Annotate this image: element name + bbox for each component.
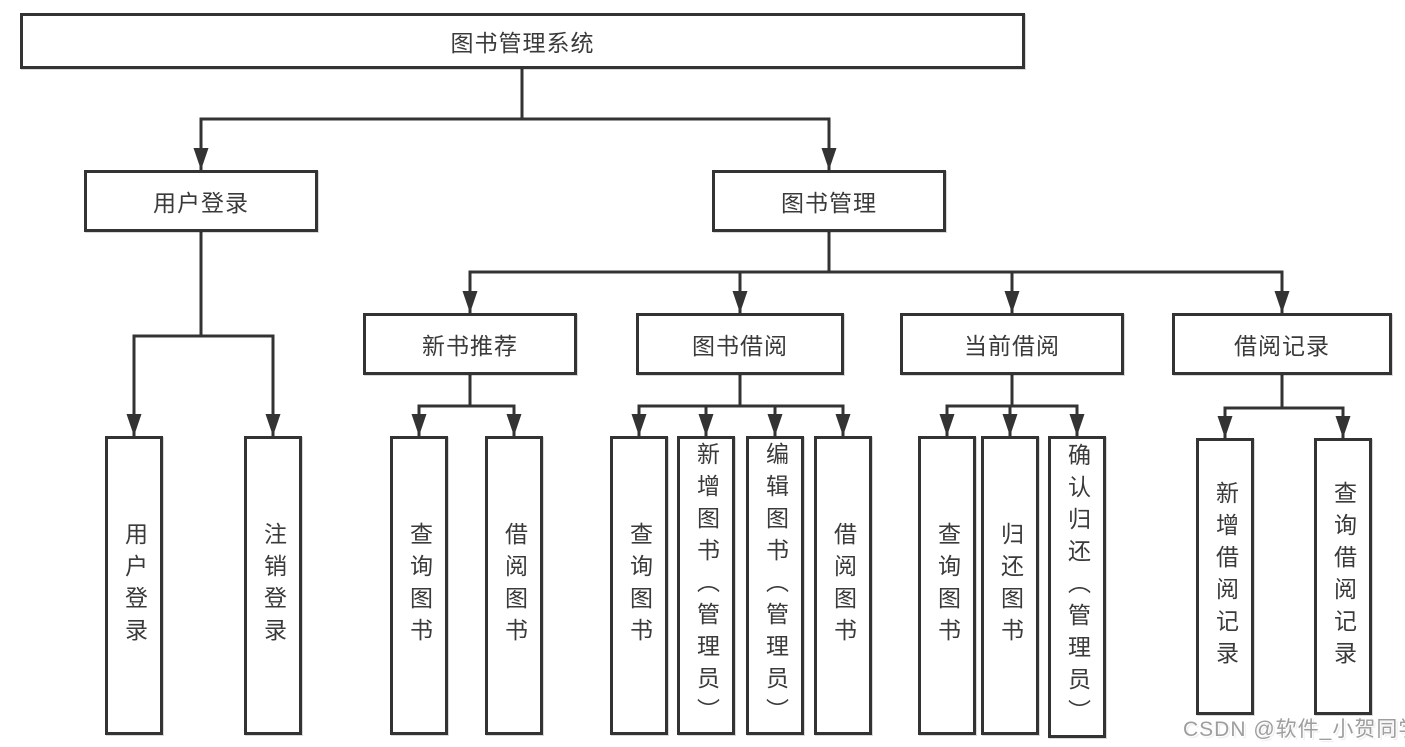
leaf-current-return-books-label: 归还图书: [997, 521, 1024, 650]
node-user-login-label: 用户登录: [153, 190, 249, 216]
node-book-borrow: 图书借阅: [636, 313, 844, 375]
node-current-borrow-label: 当前借阅: [964, 333, 1060, 359]
node-library-system-label: 图书管理系统: [450, 30, 595, 56]
leaf-borrow-edit-books-admin: 编辑图书（管理员）: [746, 436, 804, 735]
leaf-recommend-borrow-books: 借阅图书: [485, 436, 543, 735]
leaf-recommend-borrow-books-label: 借阅图书: [501, 521, 528, 650]
leaf-current-return-books: 归还图书: [981, 436, 1039, 735]
node-borrow-records-label: 借阅记录: [1234, 333, 1330, 359]
leaf-current-confirm-return-admin-label: 确认归还（管理员）: [1064, 443, 1091, 731]
node-borrow-records: 借阅记录: [1172, 313, 1392, 375]
node-book-borrow-label: 图书借阅: [692, 333, 788, 359]
leaf-recommend-query-books-label: 查询图书: [406, 521, 433, 650]
leaf-borrow-query-books: 查询图书: [610, 436, 668, 735]
node-book-management: 图书管理: [712, 170, 946, 232]
leaf-current-confirm-return-admin: 确认归还（管理员）: [1048, 436, 1106, 738]
leaf-logout-label: 注销登录: [260, 521, 287, 650]
leaf-borrow-borrow-books-label: 借阅图书: [830, 521, 857, 650]
watermark: CSDN @软件_小贺同学: [1183, 718, 1405, 741]
leaf-records-add-record: 新增借阅记录: [1196, 438, 1254, 715]
leaf-user-login-label: 用户登录: [121, 521, 148, 650]
leaf-user-login: 用户登录: [105, 436, 163, 735]
leaf-current-query-books-label: 查询图书: [934, 521, 961, 650]
leaf-borrow-add-books-admin: 新增图书（管理员）: [677, 436, 735, 735]
leaf-borrow-borrow-books: 借阅图书: [814, 436, 872, 735]
leaf-logout: 注销登录: [244, 436, 302, 735]
leaf-borrow-edit-books-admin-label: 编辑图书（管理员）: [762, 441, 789, 730]
node-book-management-label: 图书管理: [781, 190, 877, 216]
node-new-book-recommend-label: 新书推荐: [422, 333, 518, 359]
leaf-current-query-books: 查询图书: [918, 436, 976, 735]
leaf-borrow-add-books-admin-label: 新增图书（管理员）: [693, 441, 720, 730]
leaf-records-query-record-label: 查询借阅记录: [1330, 480, 1357, 673]
leaf-records-query-record: 查询借阅记录: [1314, 438, 1372, 715]
leaf-borrow-query-books-label: 查询图书: [626, 521, 653, 650]
node-user-login: 用户登录: [84, 170, 318, 232]
node-library-system: 图书管理系统: [20, 13, 1025, 69]
node-current-borrow: 当前借阅: [900, 313, 1124, 375]
node-new-book-recommend: 新书推荐: [363, 313, 577, 375]
leaf-records-add-record-label: 新增借阅记录: [1212, 480, 1239, 673]
leaf-recommend-query-books: 查询图书: [390, 436, 448, 735]
